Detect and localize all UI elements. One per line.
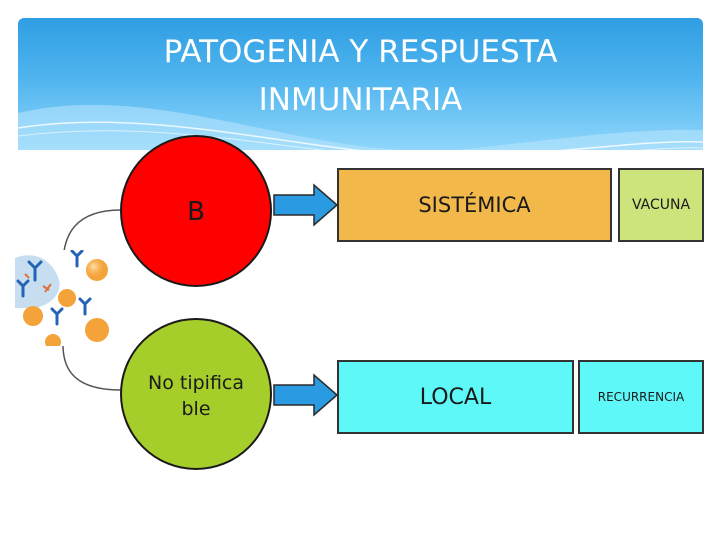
box-sistemica: SISTÉMICA [337,168,612,242]
node-no-tipificable: No tipificable [120,318,272,470]
node-b-label: B [187,197,205,227]
box-recurrencia-label: RECURRENCIA [597,390,685,404]
box-sistemica-label: SISTÉMICA [418,193,531,217]
arrow-nt-to-local [273,373,339,417]
box-vacuna-label: VACUNA [631,197,691,213]
box-recurrencia: RECURRENCIA [578,360,704,434]
box-vacuna: VACUNA [618,168,704,242]
node-no-tipificable-label: No tipificable [148,372,245,420]
arrow-b-to-sistemica [273,183,339,227]
node-b: B [120,135,272,287]
bacteria-antibody-illustration-icon [15,250,111,346]
box-local: LOCAL [337,360,574,434]
slide-title: PATOGENIA Y RESPUESTA INMUNITARIA [163,34,558,118]
box-local-label: LOCAL [419,384,492,410]
